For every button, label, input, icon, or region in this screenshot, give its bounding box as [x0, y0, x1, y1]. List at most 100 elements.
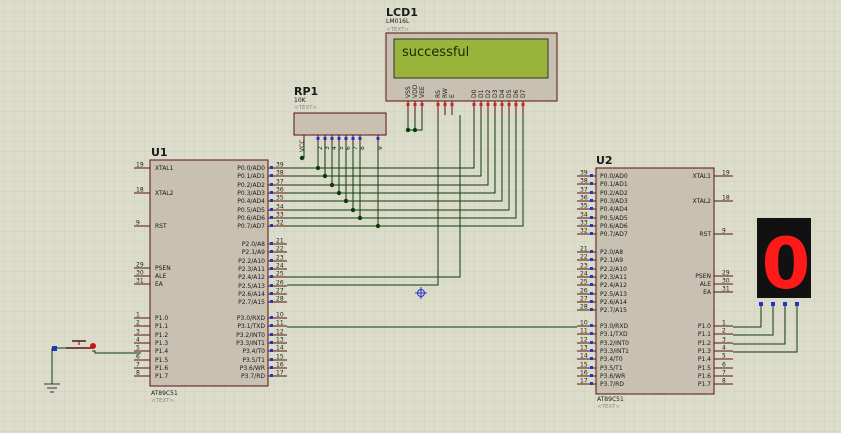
lcd-pin-marker [486, 103, 490, 106]
u1-pin-number: 21 [276, 238, 284, 245]
u1-pin-name: P2.3/A11 [238, 266, 265, 273]
seg-pin-marker[interactable] [783, 302, 787, 306]
u1-pin-marker [270, 174, 273, 177]
u2-pin-number: 32 [580, 228, 588, 235]
u1-pin-number: 2 [136, 320, 140, 327]
rp-pin-number: 6 [345, 146, 352, 150]
u2-pin-marker [590, 275, 593, 278]
rp-value: 10K [294, 97, 307, 104]
u2-pin-number: 16 [580, 370, 588, 377]
u2-pin-name: P3.2/INT0 [600, 340, 629, 347]
u2-pin-name: P1.5 [698, 365, 711, 372]
u2-pin-name: P2.6/A14 [600, 299, 627, 306]
u1-pin-name: P3.0/RXD [237, 315, 265, 322]
origin-marker [415, 287, 427, 299]
lcd-text-placeholder: <TEXT> [386, 27, 409, 33]
u1-pin-marker [270, 242, 273, 245]
lcd-screen [393, 38, 549, 79]
lcd-pin-name: RS [435, 90, 442, 98]
push-button[interactable] [52, 340, 96, 351]
u2-pin-number: 25 [580, 279, 588, 286]
u1-pin-number: 33 [276, 212, 284, 219]
rp-pin-marker [376, 137, 380, 140]
seg-pin-marker[interactable] [759, 302, 763, 306]
u2-pin-number: 21 [580, 246, 588, 253]
u1-pin-name: P3.1/TXD [237, 323, 265, 330]
seg-pin-marker[interactable] [795, 302, 799, 306]
u2-pin-marker [590, 366, 593, 369]
rp-pin-marker [351, 137, 355, 140]
button-indicator [90, 343, 96, 349]
u1-pin-name: P0.6/AD6 [237, 215, 265, 222]
u2-pin-number: 5 [722, 353, 726, 360]
u2-pin-number: 4 [722, 345, 726, 352]
u2-pin-name: P1.6 [698, 373, 711, 380]
u2-pin-marker [590, 324, 593, 327]
u2-pin-name: P2.4/A12 [600, 282, 627, 289]
lcd-pin-name: D1 [478, 89, 485, 98]
rp-pin-marker [337, 137, 341, 140]
u2-text-placeholder: <TEXT> [597, 404, 620, 410]
u1-pin-marker [270, 316, 273, 319]
u2-pin-name: P2.5/A13 [600, 291, 627, 298]
u1-pin-name: P2.4/A12 [238, 274, 265, 281]
u2-pin-number: 11 [580, 328, 588, 335]
seg-digit: 0 [762, 223, 811, 305]
u2-pin-name: P1.0 [698, 323, 711, 330]
u2-pin-number: 17 [580, 378, 588, 385]
u1-text-placeholder: <TEXT> [151, 398, 174, 404]
seven-segment-display[interactable]: 0 [757, 218, 811, 305]
u2-pin-marker [590, 382, 593, 385]
lcd-pin-name: D7 [520, 89, 527, 98]
u1-pin-marker [270, 292, 273, 295]
rp-ref: RP1 [294, 85, 318, 98]
u2-pin-number: 39 [580, 170, 588, 177]
u2-pin-marker [590, 300, 593, 303]
u1-pin-number: 11 [276, 320, 284, 327]
u1-pin-marker [270, 208, 273, 211]
u1-pin-number: 23 [276, 255, 284, 262]
u2-pin-name: P1.4 [698, 356, 711, 363]
u2-pin-name: P0.4/AD4 [600, 206, 628, 213]
u2-pin-marker [590, 182, 593, 185]
lcd-pin-marker [443, 103, 447, 106]
u2-pin-marker [590, 216, 593, 219]
u1-pin-name: P3.4/T0 [242, 348, 265, 355]
wires [51, 115, 798, 384]
u1-pin-name: P1.7 [155, 373, 168, 380]
u2-pin-number: 38 [580, 178, 588, 185]
u2-pin-name: P0.5/AD5 [600, 215, 628, 222]
u1-pin-marker [270, 259, 273, 262]
rp-pin-number: 4 [331, 146, 338, 150]
u1-pin-number: 3 [136, 329, 140, 336]
lcd-pin-marker [436, 103, 440, 106]
u1-pin-number: 38 [276, 170, 284, 177]
lcd-pin-marker [514, 103, 518, 106]
u1-pin-marker [270, 224, 273, 227]
u2-pin-number: 28 [580, 304, 588, 311]
lcd-pin-name: D5 [506, 89, 513, 98]
u1-right-pins: 39P0.0/AD038P0.1/AD137P0.2/AD236P0.3/AD3… [236, 162, 287, 380]
u2-pin-number: 27 [580, 296, 588, 303]
u1-pin-number: 35 [276, 195, 284, 202]
u2-ref: U2 [596, 154, 613, 167]
u1-pin-number: 6 [136, 354, 140, 361]
lcd-pin-name: D2 [485, 89, 492, 98]
seg-pin-marker[interactable] [771, 302, 775, 306]
rp-pin-number: 5 [338, 146, 345, 150]
u2-pin-number: 22 [580, 254, 588, 261]
u1-pin-name: P1.1 [155, 323, 168, 330]
u1-pin-name: P0.4/AD4 [237, 198, 265, 205]
u2-pin-number: 7 [722, 370, 726, 377]
u2-pin-marker [590, 267, 593, 270]
u2-pin-number: 2 [722, 328, 726, 335]
u1-pin-number: 13 [276, 337, 284, 344]
u1-pin-number: 16 [276, 362, 284, 369]
seg-body [757, 218, 811, 298]
u1-pin-number: 19 [136, 162, 144, 169]
u1-pin-marker [270, 216, 273, 219]
